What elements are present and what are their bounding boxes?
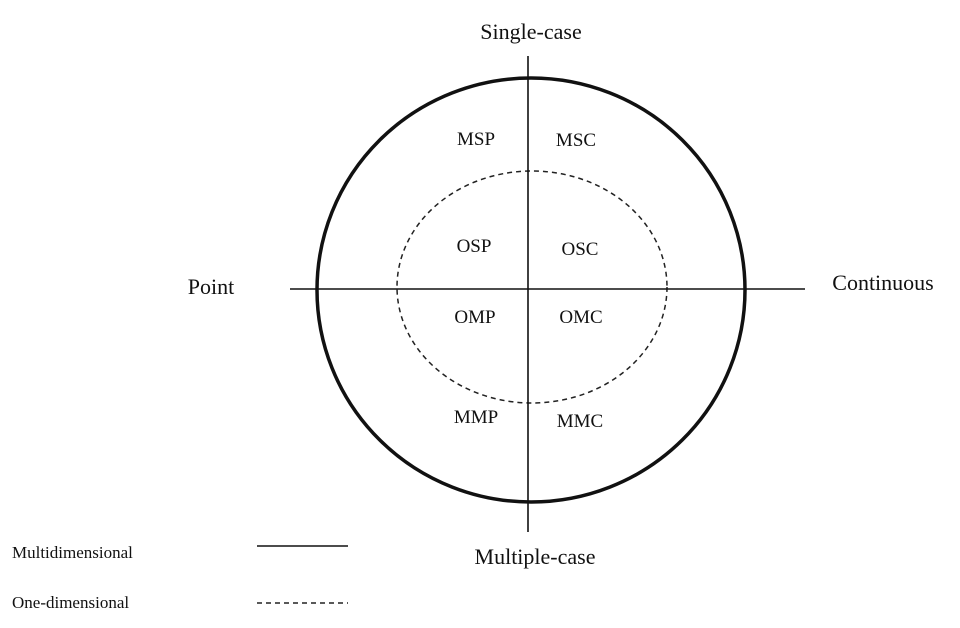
- inner-label-top-left: OSP: [457, 236, 492, 257]
- axis-label-right: Continuous: [832, 270, 933, 295]
- outer-label-top-left: MSP: [457, 129, 495, 150]
- legend-label-solid: Multidimensional: [12, 543, 133, 562]
- axis-label-top: Single-case: [480, 19, 581, 44]
- inner-label-bottom-left: OMP: [454, 307, 495, 328]
- inner-label-top-right: OSC: [562, 239, 599, 260]
- legend-label-dashed: One-dimensional: [12, 593, 129, 612]
- outer-circle-multidimensional: [315, 76, 747, 504]
- inner-ellipse-one-dimensional: [396, 170, 668, 404]
- outer-label-bottom-left: MMP: [454, 407, 498, 428]
- axis-label-left: Point: [188, 274, 234, 299]
- inner-label-bottom-right: OMC: [559, 307, 602, 328]
- axis-label-bottom: Multiple-case: [475, 544, 596, 569]
- outer-label-bottom-right: MMC: [557, 411, 603, 432]
- outer-label-top-right: MSC: [556, 130, 596, 151]
